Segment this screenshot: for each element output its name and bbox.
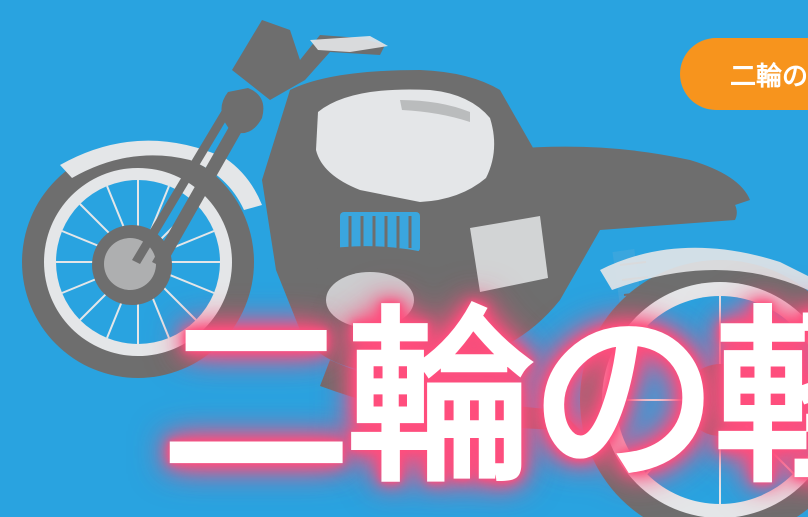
rear-wheel	[580, 260, 808, 517]
exhaust	[320, 360, 580, 430]
front-fork	[152, 118, 246, 268]
engine	[316, 212, 470, 332]
fuel-tank	[316, 89, 495, 202]
headline: 二輪の軽	[162, 290, 808, 509]
category-badge-label: 二輪の	[730, 61, 808, 92]
category-badge: 二輪の	[680, 38, 808, 110]
side-cover	[470, 216, 548, 292]
seat	[500, 146, 750, 210]
rear-fender	[600, 247, 808, 290]
headlight	[221, 88, 264, 134]
